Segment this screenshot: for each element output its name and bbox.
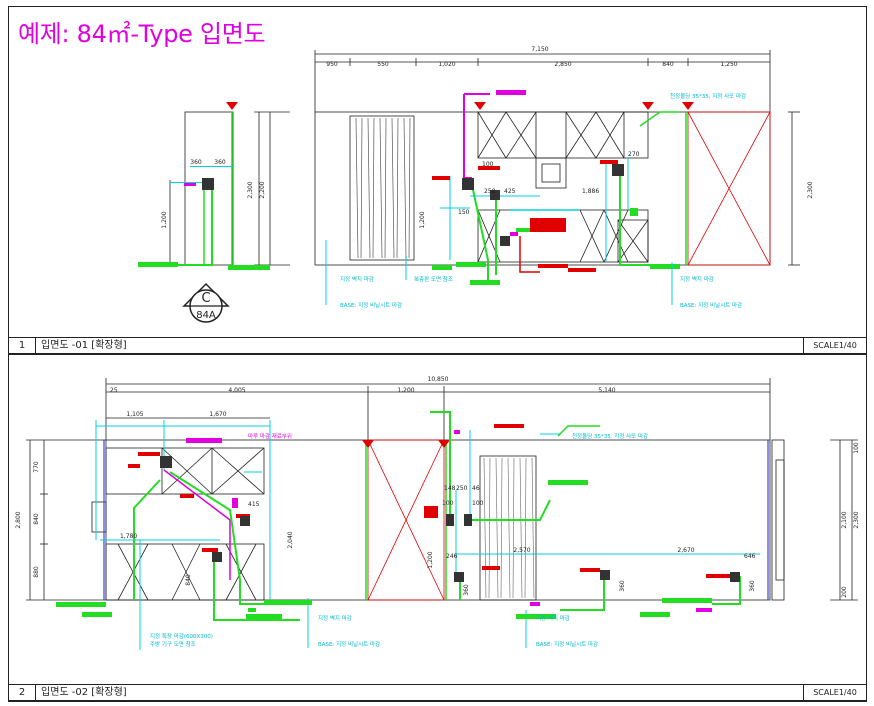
dim: 360 — [190, 159, 202, 166]
height-dim: 770 — [33, 461, 40, 473]
dim: 1,105 — [126, 411, 143, 418]
dim: 25 — [110, 387, 118, 394]
height-dim: 2,300 — [853, 511, 860, 528]
height-dim: 880 — [33, 566, 40, 578]
dim: 840 — [662, 61, 674, 68]
dim: 1,670 — [209, 411, 226, 418]
height-dim: 100 — [853, 442, 860, 454]
sheet-title: 예제: 84㎡-Type 입면도 — [18, 20, 266, 48]
wood-panel-1 — [355, 117, 411, 259]
note: 천정몰딩 35*35, 지정 사또 마감 — [572, 432, 648, 440]
inner-dim: 1,780 — [120, 533, 137, 540]
elevation-1 — [169, 50, 800, 266]
dim: 1,200 — [397, 387, 414, 394]
dim: 950 — [326, 61, 338, 68]
caption-number: 2 — [9, 685, 36, 700]
inner-dim: 100 — [442, 500, 454, 507]
dim: 1,020 — [438, 61, 455, 68]
inner-dim: 148 — [444, 485, 456, 492]
inner-dim: 46 — [472, 485, 480, 492]
elevation-1-annotations — [138, 90, 694, 305]
height-dim: 2,800 — [15, 511, 22, 528]
height-dim: 2,300 — [247, 181, 254, 198]
inner-dim: 360 — [749, 580, 756, 592]
height-dim: 2,200 — [259, 181, 266, 198]
note: 천정몰딩 35*35, 지정 사또 마감 — [670, 92, 746, 100]
note: BASE: 지정 비닐시트 마감 — [536, 640, 598, 648]
elevation-2-texts: 10,850 25 4,005 1,200 5,140 1,105 1,670 … — [15, 376, 860, 598]
inner-dim: 415 — [248, 501, 260, 508]
inner-dim: 646 — [744, 553, 756, 560]
elevation-2-frame — [8, 354, 867, 702]
inner-dim: 1,200 — [427, 551, 434, 568]
dim: 2,850 — [554, 61, 571, 68]
inner-dim: 840 — [185, 574, 192, 586]
wall-hatch-left — [103, 440, 769, 600]
height-dim: 1,200 — [161, 211, 168, 228]
caption-scale: SCALE1/40 — [803, 685, 866, 700]
inner-dim: 2,040 — [287, 531, 294, 548]
inner-dim: 100 — [472, 500, 484, 507]
elevation-2 — [26, 378, 858, 601]
note: 지정 벽지 마감 — [680, 275, 714, 283]
height-dim: 200 — [841, 586, 848, 598]
overall-dim: 10,850 — [428, 376, 449, 383]
caption-number: 1 — [9, 338, 36, 353]
inner-dim: 360 — [463, 584, 470, 596]
inner-dim: 250 — [456, 485, 468, 492]
dim: 1,250 — [720, 61, 737, 68]
dim: 4,005 — [228, 387, 245, 394]
caption-name: 입면도 -02 [확장형] — [41, 687, 127, 698]
dim: 360 — [214, 159, 226, 166]
height-dim: 2,300 — [807, 181, 814, 198]
note: 지정 벽지 마감 — [318, 614, 352, 622]
small-dim: 150 — [458, 209, 470, 216]
note: 지정 벽지 마감 — [340, 275, 374, 283]
section-marker: C 84A — [182, 282, 230, 323]
height-dim: 1,200 — [419, 211, 426, 228]
small-dim: 250 — [484, 188, 496, 195]
note: BASE: 지정 비닐시트 마감 — [318, 640, 380, 648]
dim: 550 — [377, 61, 389, 68]
note: 주방 기구 도면 참조 — [150, 640, 196, 648]
overall-dim: 7,150 — [531, 46, 548, 53]
elevation-2-annotations — [56, 411, 760, 650]
inner-dim: 360 — [619, 580, 626, 592]
wood-panel-2 — [483, 457, 535, 599]
small-dim: 270 — [628, 151, 640, 158]
caption-name: 입면도 -01 [확장형] — [41, 340, 127, 351]
note: BASE: 지정 비닐시트 마감 — [340, 301, 402, 309]
section-marker-code: 84A — [196, 310, 216, 321]
inner-dim: 2,670 — [677, 547, 694, 554]
note: 마루 마감 재료부위 — [248, 432, 292, 440]
caption-scale: SCALE1/40 — [803, 338, 866, 353]
elevation-1-notes: 천정몰딩 35*35, 지정 사또 마감 지정 벽지 마감 복층판 도면 참조 … — [340, 92, 746, 309]
elevation-2-caption: 2 입면도 -02 [확장형] SCALE1/40 — [8, 684, 867, 701]
note: BASE: 지정 비닐시트 마감 — [680, 301, 742, 309]
dim: 5,140 — [598, 387, 615, 394]
inner-dim: 246 — [446, 553, 458, 560]
note: 지정 벽지 마감 — [536, 614, 570, 622]
small-dim: 1,886 — [582, 188, 599, 195]
elevation-2-notes: 마루 마감 재료부위 천정몰딩 35*35, 지정 사또 마감 지정 특장 마감… — [150, 432, 648, 648]
elevation-1-caption: 1 입면도 -01 [확장형] SCALE1/40 — [8, 337, 867, 354]
section-marker-letter: C — [201, 291, 210, 306]
small-dim: 100 — [482, 161, 494, 168]
note: 지정 특장 마감(600X300) — [150, 632, 213, 640]
elevation-1-texts: 7,150 950 550 1,020 2,850 840 1,250 360 … — [161, 46, 814, 229]
note: 복층판 도면 참조 — [414, 275, 453, 283]
height-dim: 840 — [33, 513, 40, 525]
height-dim: 2,100 — [841, 511, 848, 528]
small-dim: 425 — [504, 188, 516, 195]
inner-dim: 2,570 — [513, 547, 530, 554]
